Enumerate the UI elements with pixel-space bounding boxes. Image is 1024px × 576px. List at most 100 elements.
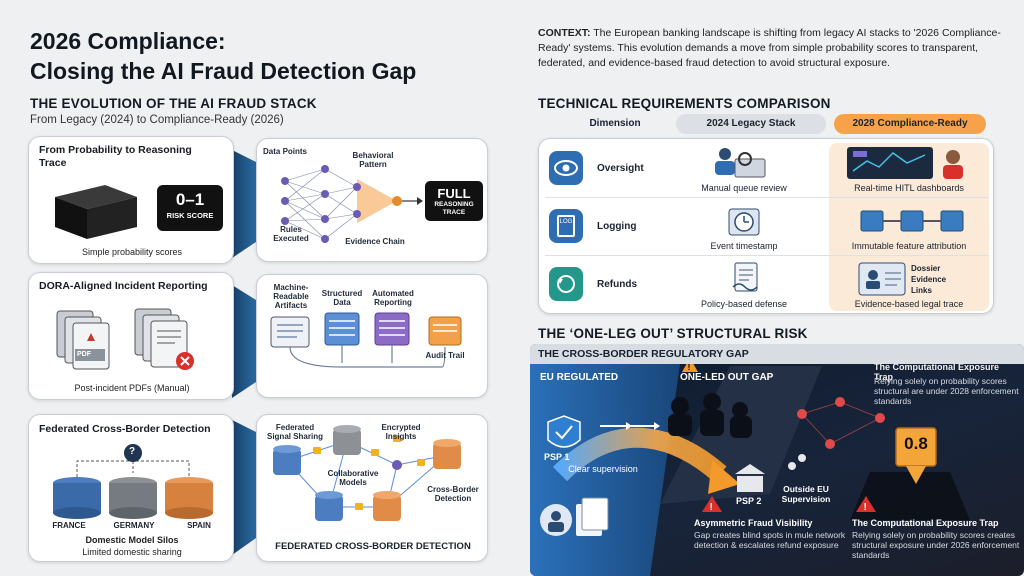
funnel-3 xyxy=(232,420,256,555)
comparison-heading: TECHNICAL REQUIREMENTS COMPARISON xyxy=(538,96,831,111)
silos-caption: Limited domestic sharing xyxy=(82,547,182,557)
asymmetric-title: Asymmetric Fraud Visibility xyxy=(694,518,813,528)
funnel-1 xyxy=(232,150,256,258)
risk-score-value: 0–1 xyxy=(175,190,205,209)
row-divider-2 xyxy=(545,255,989,256)
reasoning-legacy-card: From Probability to Reasoning Trace 0–1 … xyxy=(28,136,234,264)
full-label: FULL xyxy=(437,186,471,201)
country-germany: GERMANY xyxy=(113,521,155,530)
country-spain: SPAIN xyxy=(187,521,211,530)
row-divider-1 xyxy=(545,197,989,198)
row-oversight-legacy: Manual queue review xyxy=(701,183,787,193)
logging-row-icon: LOG xyxy=(549,209,583,243)
row-refunds-label: Refunds xyxy=(597,279,637,290)
outside-eu-label: Outside EU Supervision xyxy=(781,484,831,504)
col-ready: 2028 Compliance-Ready xyxy=(834,114,986,134)
evolution-heading: THE EVOLUTION OF THE AI FRAUD STACK xyxy=(30,96,317,111)
svg-text:!: ! xyxy=(710,502,713,513)
eye-icon xyxy=(554,160,578,176)
context-label: CONTEXT: xyxy=(538,27,591,39)
cross-border-label: Cross-Border Detection xyxy=(427,485,479,503)
reasoning-trace-label: REASONING TRACE xyxy=(434,201,474,216)
trap-text: Relying solely on probability scores str… xyxy=(874,376,1019,406)
behavioral-label: Behavioral Pattern xyxy=(352,151,394,169)
trap2-title: The Computational Exposure Trap xyxy=(852,518,999,528)
refund-tags: Dossier Evidence Links xyxy=(911,263,946,296)
tag-dossier: Dossier xyxy=(911,264,941,273)
col-legacy: 2024 Legacy Stack xyxy=(676,114,826,134)
svg-text:!: ! xyxy=(688,362,691,372)
oversight-row-icon xyxy=(549,151,583,185)
collaborative-models-label: Collaborative Models xyxy=(327,469,379,487)
pdf-stack-icon xyxy=(56,308,194,370)
asymmetric-text: Gap creates blind spots in mule network … xyxy=(694,530,846,550)
risk-panel-title: THE CROSS-BORDER REGULATORY GAP xyxy=(530,344,1024,364)
svg-text:!: ! xyxy=(864,502,867,513)
risk-diagram: ! ! ! xyxy=(530,344,970,576)
refund-icon xyxy=(557,275,575,293)
row-refunds-ready: Evidence-based legal trace xyxy=(854,299,964,309)
row-oversight-ready: Real-time HITL dashboards xyxy=(854,183,964,193)
evolution-subheading: From Legacy (2024) to Compliance-Ready (… xyxy=(30,114,284,126)
encrypted-insights-label: Encrypted Insights xyxy=(381,423,421,441)
tag-links: Links xyxy=(911,286,932,295)
row-refunds-legacy: Policy-based defense xyxy=(700,299,788,309)
reporting-pipeline-diagram xyxy=(270,312,462,368)
row-oversight-label: Oversight xyxy=(597,163,644,174)
domestic-silos-icon xyxy=(53,444,213,519)
context-text: The European banking landscape is shifti… xyxy=(538,27,1001,69)
hitl-dashboard-icon xyxy=(847,147,963,179)
row-logging-ready: Immutable feature attribution xyxy=(851,241,967,251)
tag-evidence: Evidence xyxy=(911,275,947,284)
automated-reporting-label: Automated Reporting xyxy=(372,289,414,307)
title-line-2: Closing the AI Fraud Detection Gap xyxy=(30,58,417,84)
federated-legacy-card: Federated Cross-Border Detection ? FRANC… xyxy=(28,414,234,562)
dora-caption: Post-incident PDFs (Manual) xyxy=(74,383,190,393)
refunds-row-icon xyxy=(549,267,583,301)
funnel-2 xyxy=(232,285,256,398)
trap2-text: Relying solely on probability scores cre… xyxy=(852,530,1020,560)
policy-document-icon xyxy=(732,262,758,292)
machine-readable-label: Machine-Readable Artifacts xyxy=(273,283,309,310)
psp1-label: PSP 1 xyxy=(544,452,570,462)
full-trace-badge: FULL REASONING TRACE xyxy=(425,181,483,221)
risk-score-badge: 0–1 RISK SCORE xyxy=(157,185,223,231)
data-points-label: Data Points xyxy=(263,147,308,156)
dossier-icon xyxy=(858,262,906,296)
clock-icon xyxy=(728,208,760,236)
federated-network-diagram xyxy=(273,425,461,521)
neural-network-diagram xyxy=(281,165,423,243)
dora-legacy-card: DORA-Aligned Incident Reporting PDF Post… xyxy=(28,272,234,400)
col-dimension: Dimension xyxy=(589,118,641,129)
gap-label: ONE-LED OUT GAP xyxy=(680,372,774,383)
manual-review-icon xyxy=(715,148,766,178)
log-file-icon: LOG xyxy=(557,215,575,237)
rules-label: Rules Executed xyxy=(273,225,309,243)
psp2-label: PSP 2 xyxy=(736,496,762,506)
context-paragraph: CONTEXT: The European banking landscape … xyxy=(538,26,1008,71)
question-mark: ? xyxy=(129,446,136,457)
risk-score-label: RISK SCORE xyxy=(166,211,214,220)
row-logging-label: Logging xyxy=(597,221,637,232)
reasoning-ready-card: Data Points Behavioral Pattern Rules Exe… xyxy=(256,138,488,262)
country-labels: FRANCE GERMANY SPAIN xyxy=(41,521,227,530)
country-france: FRANCE xyxy=(52,521,86,530)
clear-supervision-label: Clear supervision xyxy=(568,464,638,474)
pdf-label: PDF xyxy=(77,351,91,358)
trap-title: The Computational Exposure Trap xyxy=(874,362,1000,382)
dora-title: DORA-Aligned Incident Reporting xyxy=(39,280,208,292)
evidence-chain-label: Evidence Chain xyxy=(345,237,405,246)
dora-ready-card: Machine-Readable Artifacts Structured Da… xyxy=(256,274,488,398)
reasoning-caption: Simple probability scores xyxy=(81,247,183,257)
risk-panel: ! ! ! THE CROSS-BORDER REGULATORY GAP EU… xyxy=(530,344,1024,576)
page-title: 2026 Compliance: Closing the AI Fraud De… xyxy=(30,26,416,86)
reasoning-title: From Probability to Reasoning Trace xyxy=(39,144,192,169)
federated-title: Federated Cross-Border Detection xyxy=(39,423,211,435)
federated-signal-label: Federated Signal Sharing xyxy=(266,423,323,441)
structured-data-label: Structured Data xyxy=(321,289,363,307)
audit-trail-label: Audit Trail xyxy=(425,351,465,360)
probability-score: 0.8 xyxy=(904,434,928,453)
row-logging-legacy: Event timestamp xyxy=(710,241,778,251)
comparison-table: Oversight Manual queue review Real-time … xyxy=(538,138,994,314)
